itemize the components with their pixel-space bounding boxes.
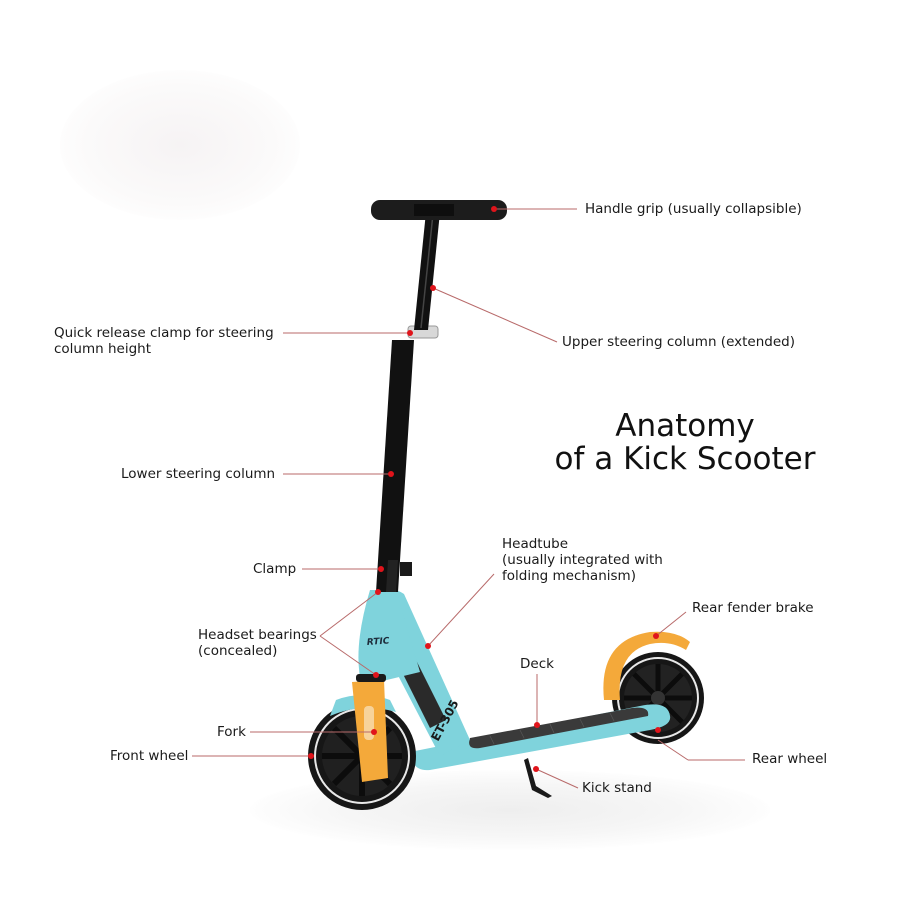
label-front-wheel: Front wheel [110, 748, 189, 764]
lower-steering-column [376, 340, 414, 592]
headtube [358, 590, 420, 686]
label-kick-stand: Kick stand [582, 780, 652, 796]
label-headtube-line-1: Headtube [502, 536, 569, 552]
brand-text: RTIC [367, 636, 391, 648]
label-deck: Deck [520, 656, 554, 672]
label-headset-line-2: (concealed) [198, 643, 278, 659]
label-quick-release-line-1: Quick release clamp for steering [54, 325, 274, 341]
title-line-2: of a Kick Scooter [554, 441, 816, 477]
label-quick-release-clamp: Quick release clamp for steering column … [54, 325, 274, 357]
title-line-1: Anatomy [615, 408, 755, 444]
background-smudge [60, 70, 300, 220]
label-headset-bearings: Headset bearings (concealed) [198, 627, 317, 659]
label-headtube-line-2: (usually integrated with [502, 552, 663, 568]
kick-stand [524, 758, 552, 798]
label-lower-steering-column: Lower steering column [121, 466, 276, 482]
handle-grip [371, 200, 507, 220]
label-upper-steering-column: Upper steering column (extended) [562, 334, 796, 350]
label-handle-grip: Handle grip (usually collapsible) [585, 201, 802, 217]
callout-lines [192, 208, 745, 789]
label-clamp: Clamp [253, 561, 297, 577]
rear-fender [603, 631, 690, 700]
label-fork: Fork [217, 724, 246, 740]
callout-dots [308, 206, 661, 772]
label-headtube-line-3: folding mechanism) [502, 568, 636, 584]
diagram-title: Anatomy of a Kick Scooter [540, 410, 830, 476]
label-headtube: Headtube (usually integrated with foldin… [502, 536, 663, 584]
label-rear-wheel: Rear wheel [752, 751, 828, 767]
deck [410, 704, 671, 771]
label-rear-fender-brake: Rear fender brake [692, 600, 814, 616]
label-quick-release-line-2: column height [54, 341, 152, 357]
label-headset-line-1: Headset bearings [198, 627, 317, 643]
